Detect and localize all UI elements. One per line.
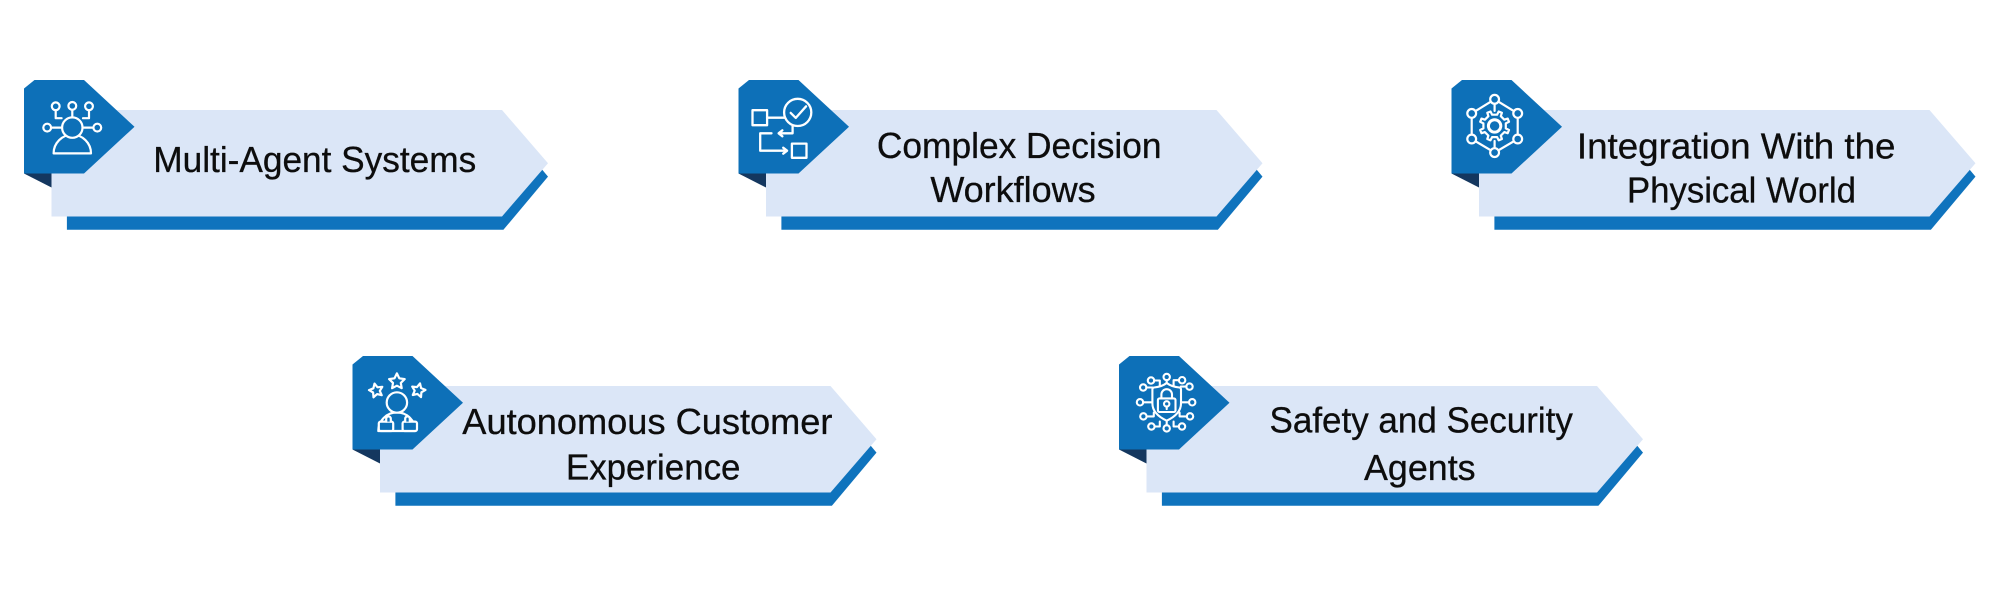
svg-text:Integration With the: Integration With the xyxy=(1577,126,1896,166)
svg-text:Physical World: Physical World xyxy=(1627,171,1856,211)
svg-text:Agents: Agents xyxy=(1364,448,1476,488)
svg-text:Complex Decision: Complex Decision xyxy=(877,126,1162,166)
svg-text:Workflows: Workflows xyxy=(930,170,1095,210)
svg-text:Safety and Security: Safety and Security xyxy=(1270,401,1573,441)
svg-text:Experience: Experience xyxy=(566,447,741,487)
svg-text:Autonomous Customer: Autonomous Customer xyxy=(462,402,832,442)
svg-text:Multi-Agent Systems: Multi-Agent Systems xyxy=(153,140,476,180)
